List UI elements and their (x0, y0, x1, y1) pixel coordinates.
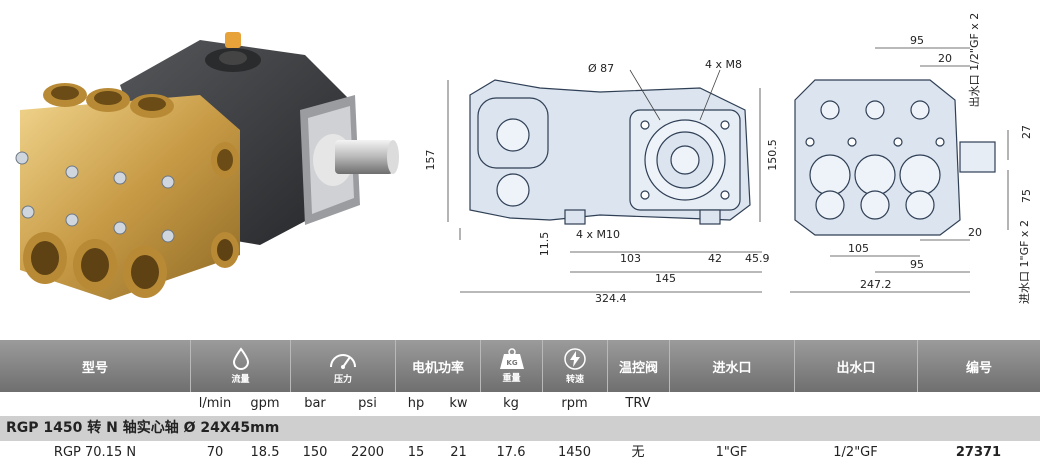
unit-lmin: l/min (198, 396, 232, 411)
dim-front-3: 27 (1020, 125, 1033, 139)
table-header-row: 型号 流量 压力 电机功率 KG 重量 转速 温控阀 (0, 340, 1040, 392)
dim-side-2: 4 x M8 (705, 58, 742, 71)
droplet-icon (232, 347, 249, 370)
cell-gpm: 18.5 (250, 445, 280, 460)
header-motor-power: 电机功率 (395, 340, 480, 392)
dim-front-8: 247.2 (860, 278, 892, 291)
front-view (794, 79, 996, 236)
dim-side-4: 150.5 (766, 139, 779, 171)
header-inlet: 进水口 (669, 340, 794, 392)
cell-bar: 150 (302, 445, 328, 460)
header-flow: 流量 (190, 340, 290, 392)
cell-kg: 17.6 (496, 445, 526, 460)
section-title: RGP 1450 转 N 轴实心轴 Ø 24X45mm (0, 416, 1040, 441)
dim-side-6: 4 x M10 (576, 228, 620, 241)
header-weight: KG 重量 (480, 340, 542, 392)
outlet-label: 出水口 1/2"GF x 2 (967, 13, 981, 108)
unit-kw: kw (449, 396, 468, 411)
svg-text:KG: KG (506, 359, 517, 367)
unit-trv: TRV (625, 396, 651, 411)
dim-front-4: 75 (1020, 189, 1033, 203)
dim-side-10: 145 (655, 272, 676, 285)
unit-bar: bar (304, 396, 326, 411)
cell-kw: 21 (450, 445, 467, 460)
header-speed: 转速 (542, 340, 607, 392)
cell-model: RGP 70.15 N (53, 445, 137, 460)
top-section: Ø 87 4 x M8 157 150.5 11.5 4 x M10 103 4… (15, 13, 1033, 305)
pump-photo (15, 32, 399, 300)
unit-rpm: rpm (561, 396, 588, 411)
gauge-icon (330, 354, 356, 369)
unit-psi: psi (358, 396, 377, 411)
dim-front-1: 95 (910, 34, 924, 47)
dim-side-7: 103 (620, 252, 641, 265)
dim-side-8: 42 (708, 252, 722, 265)
cell-hp: 15 (407, 445, 425, 460)
dim-side-3: 157 (424, 150, 437, 171)
header-model: 型号 (81, 360, 108, 376)
cell-trv: 无 (631, 445, 645, 460)
dim-side-11: 324.4 (595, 292, 627, 305)
header-valve: 温控阀 (607, 340, 669, 392)
dim-side-9: 45.9 (745, 252, 770, 265)
cell-rpm: 1450 (557, 445, 592, 460)
unit-gpm: gpm (250, 396, 280, 411)
header-code: 编号 (917, 340, 1040, 392)
table-row: RGP 70.15 N 70 18.5 150 2200 15 21 17.6 … (0, 441, 1040, 465)
unit-hp: hp (407, 396, 425, 411)
lightning-icon (564, 348, 586, 370)
cell-outlet: 1/2"GF (833, 445, 878, 460)
dim-front-2: 20 (938, 52, 952, 65)
dim-side-5: 11.5 (538, 232, 551, 257)
cell-lmin: 70 (206, 445, 224, 460)
dim-front-7: 95 (910, 258, 924, 271)
units-row: l/min gpm bar psi hp kw kg rpm TRV (0, 392, 1040, 416)
weight-icon: KG (499, 348, 524, 369)
inlet-label: 进水口 1"GF x 2 (1018, 220, 1031, 304)
cell-inlet: 1"GF (715, 445, 748, 460)
side-view (469, 79, 751, 225)
cell-psi: 2200 (350, 445, 385, 460)
cell-code: 27371 (955, 445, 1002, 460)
dim-front-5: 20 (968, 226, 982, 239)
header-pressure: 压力 (290, 340, 395, 392)
spec-table: 型号 流量 压力 电机功率 KG 重量 转速 温控阀 (0, 340, 1040, 465)
header-outlet: 出水口 (794, 340, 917, 392)
dim-side-1: Ø 87 (588, 62, 614, 75)
technical-drawing: Ø 87 4 x M8 157 150.5 11.5 4 x M10 103 4… (424, 13, 1033, 305)
dim-front-6: 105 (848, 242, 869, 255)
unit-kg: kg (503, 396, 519, 411)
